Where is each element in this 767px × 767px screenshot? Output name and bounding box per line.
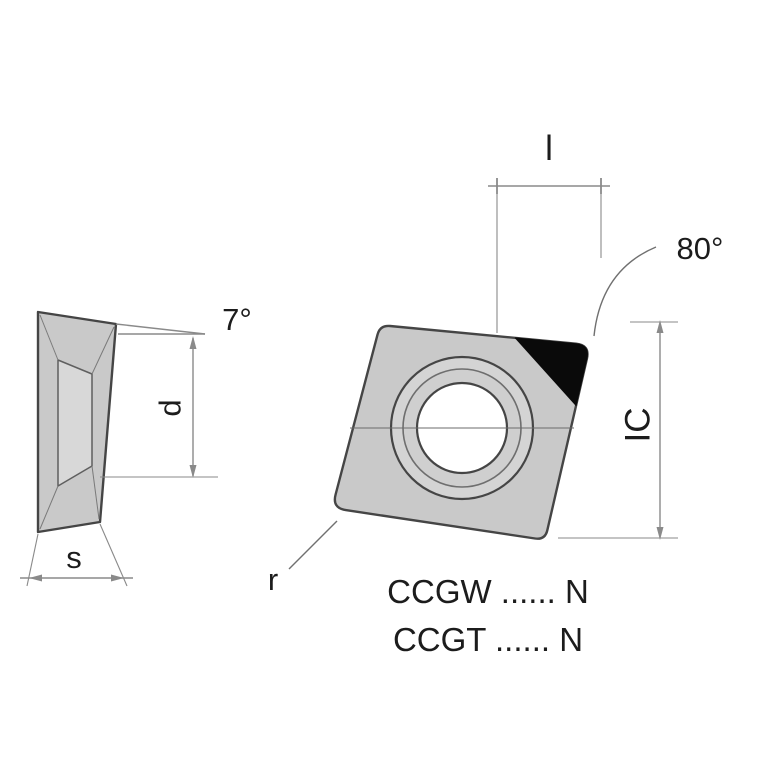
side-view-hole-recess: [57, 359, 93, 487]
s-extension-right: [99, 523, 128, 587]
ic-dimension: IC: [558, 320, 678, 540]
side-view: 7° d s: [20, 302, 252, 587]
designation-line-2: CCGT ...... N: [393, 621, 583, 658]
corner-angle-leader: [593, 246, 657, 337]
clearance-angle-label: 7°: [222, 302, 252, 337]
designation-line-1: CCGW ...... N: [387, 573, 589, 610]
recess-connector-bottom-right: [91, 465, 100, 520]
l-label: l: [545, 129, 553, 168]
corner-angle-label: 80°: [677, 231, 724, 266]
corner-radius-annotation: r: [268, 520, 338, 597]
recess-connector-bottom-left: [39, 485, 59, 530]
corner-radius-label: r: [268, 562, 278, 597]
s-label: s: [66, 540, 82, 575]
cutting-tip: [514, 337, 588, 406]
d-arrow-up: [189, 336, 197, 349]
top-view: l 80° IC r: [268, 129, 724, 597]
designation-text: CCGW ...... N CCGT ...... N: [387, 573, 589, 658]
corner-angle-annotation: 80°: [593, 231, 724, 337]
ic-arrow-up: [656, 320, 664, 333]
ic-arrow-down: [656, 527, 664, 540]
d-label: d: [153, 399, 188, 416]
ic-label: IC: [619, 408, 658, 443]
d-dimension: d: [100, 336, 218, 478]
l-dimension: l: [488, 129, 610, 333]
angle-reference-line-slanted: [115, 323, 206, 335]
clearance-angle-annotation: 7°: [115, 302, 252, 337]
s-dimension: s: [20, 523, 133, 587]
recess-connector-top-right: [91, 326, 115, 375]
corner-radius-leader: [288, 520, 338, 570]
d-arrow-down: [189, 465, 197, 478]
s-arrow-left: [29, 574, 42, 582]
recess-connector-top-left: [39, 314, 59, 361]
s-arrow-right: [111, 574, 124, 582]
